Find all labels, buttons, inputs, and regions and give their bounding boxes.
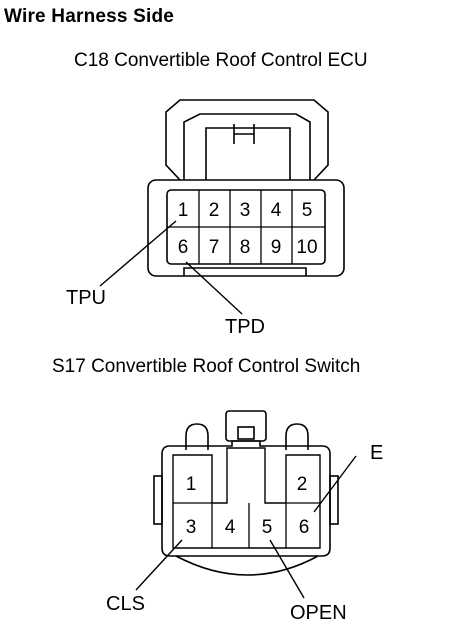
tpd-label: TPD — [225, 316, 265, 338]
s17-outer-body — [161, 440, 331, 557]
s17-pin-1: 1 — [186, 474, 197, 495]
c18-pin-8: 8 — [240, 237, 251, 258]
s17-latch-inner — [237, 426, 255, 440]
c18-pin-5: 5 — [302, 200, 313, 221]
c18-pin-4: 4 — [271, 200, 282, 221]
c18-pin-1: 1 — [178, 200, 189, 221]
s17-right-rail — [329, 475, 339, 525]
page-title: Wire Harness Side — [4, 6, 175, 27]
tpd-leader-line — [185, 261, 243, 315]
c18-leaders — [99, 220, 243, 315]
connector-c18-caption: C18 Convertible Roof Control ECU — [74, 50, 368, 71]
c18-pin-3: 3 — [240, 200, 251, 221]
c18-latch-slot — [205, 127, 291, 180]
s17-pin-5: 5 — [262, 517, 273, 538]
c18-pin-2: 2 — [209, 200, 220, 221]
c18-latch-housing — [165, 99, 329, 181]
connector-s17-caption: S17 Convertible Roof Control Switch — [52, 356, 361, 377]
c18-pin-10: 10 — [296, 237, 317, 258]
cls-label: CLS — [106, 593, 145, 615]
s17-pin-6: 6 — [299, 517, 310, 538]
connector-s17 — [153, 410, 339, 576]
s17-left-rail — [153, 475, 163, 525]
s17-right-bump — [285, 423, 309, 450]
s17-pin-2: 2 — [297, 474, 308, 495]
c18-pin-grid — [167, 190, 325, 264]
c18-pin-7: 7 — [209, 237, 220, 258]
c18-key-tab — [183, 267, 307, 276]
tpu-label: TPU — [66, 287, 106, 309]
e-label: E — [370, 442, 383, 464]
cls-leader-line — [135, 539, 183, 591]
e-leader-line — [313, 455, 357, 513]
s17-left-bump — [185, 423, 209, 450]
c18-pin-6: 6 — [178, 237, 189, 258]
s17-latch-outer — [225, 410, 267, 442]
s17-pin-3: 3 — [186, 517, 197, 538]
open-label: OPEN — [290, 602, 347, 624]
open-leader-line — [269, 539, 305, 599]
c18-pin-9: 9 — [271, 237, 282, 258]
s17-leaders — [135, 455, 357, 599]
c18-lock-mark — [233, 124, 255, 144]
s17-pin-grid — [173, 502, 320, 548]
connector-c18 — [147, 99, 345, 277]
c18-latch-inner — [183, 113, 311, 180]
c18-outer-body — [147, 179, 345, 277]
s17-pins: 1 2 3 4 5 6 — [186, 474, 310, 538]
tpu-leader-line — [99, 220, 177, 287]
c18-pins: 1 2 3 4 5 6 7 8 9 10 — [178, 200, 318, 258]
s17-pin-4: 4 — [225, 517, 236, 538]
s17-bottom-skirt — [175, 555, 319, 576]
